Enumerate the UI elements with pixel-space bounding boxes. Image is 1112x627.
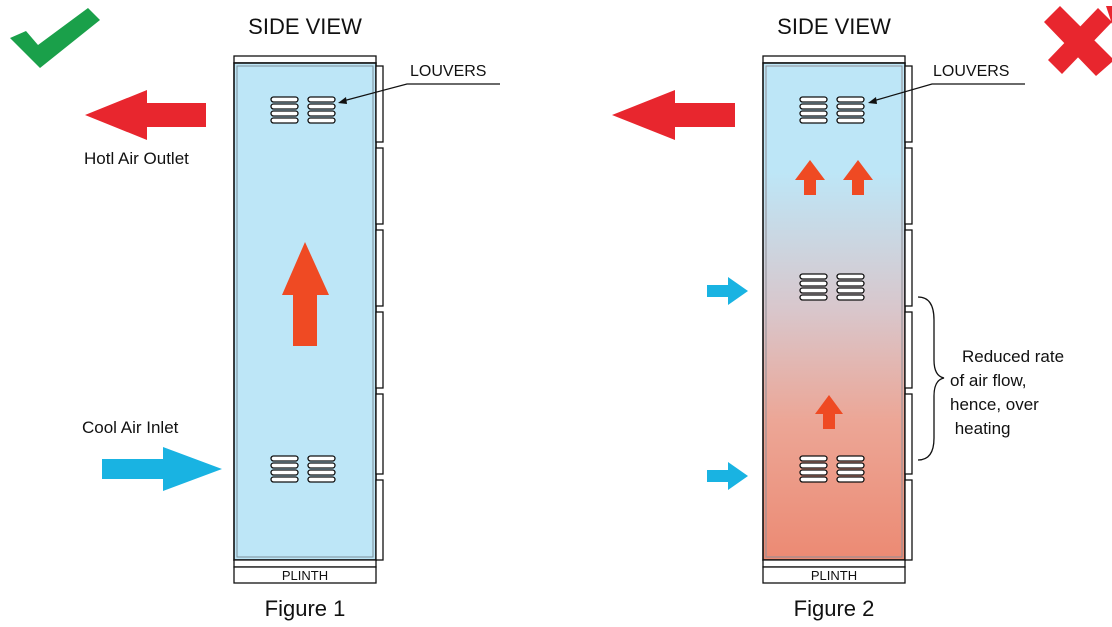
figure-1-view-title: SIDE VIEW xyxy=(248,14,362,39)
figure-2: SIDE VIEW PLINTH LOUVERS xyxy=(612,6,1112,621)
airflow-up-arrow-small xyxy=(843,160,873,195)
note-line: of air flow, xyxy=(950,371,1027,390)
figure-2-view-title: SIDE VIEW xyxy=(777,14,891,39)
louvers-label: LOUVERS xyxy=(410,63,486,80)
cabinet-top-cap xyxy=(762,55,906,64)
figure-1-caption: Figure 1 xyxy=(265,596,346,621)
figure-2-caption: Figure 2 xyxy=(794,596,875,621)
note-line: hence, over xyxy=(950,395,1039,414)
inlet-label: Cool Air Inlet xyxy=(82,418,179,437)
cabinet-door-panels xyxy=(904,65,913,561)
plinth xyxy=(233,559,377,568)
airflow-up-arrow-small xyxy=(815,395,843,429)
louvers-leader-line xyxy=(342,83,500,102)
hot-air-outlet-arrow xyxy=(612,90,735,140)
figure-1: SIDE VIEW PLINTH LOUVERS Hotl Air Outlet xyxy=(10,8,500,621)
louvers-label: LOUVERS xyxy=(933,63,1009,80)
cross-mark-icon xyxy=(1044,6,1112,76)
airflow-up-arrow xyxy=(282,242,329,346)
cabinet-body xyxy=(762,62,906,561)
cabinet-top-cap xyxy=(233,55,377,64)
plinth xyxy=(762,559,906,568)
cool-air-inlet-arrow xyxy=(102,447,222,491)
louvers-leader-line xyxy=(872,83,1025,102)
note-line: heating xyxy=(950,419,1011,438)
plinth-label: PLINTH xyxy=(811,568,857,583)
curly-brace xyxy=(917,296,945,461)
check-mark-icon xyxy=(10,8,100,68)
outlet-label: Hotl Air Outlet xyxy=(84,149,189,168)
note-line: Reduced rate xyxy=(962,347,1064,366)
cabinet-door-panels xyxy=(375,65,384,561)
hot-air-outlet-arrow xyxy=(85,90,206,140)
airflow-up-arrow-small xyxy=(795,160,825,195)
cool-air-inlet-arrow xyxy=(707,462,748,490)
cool-air-inlet-arrow xyxy=(707,277,748,305)
plinth-label: PLINTH xyxy=(282,568,328,583)
